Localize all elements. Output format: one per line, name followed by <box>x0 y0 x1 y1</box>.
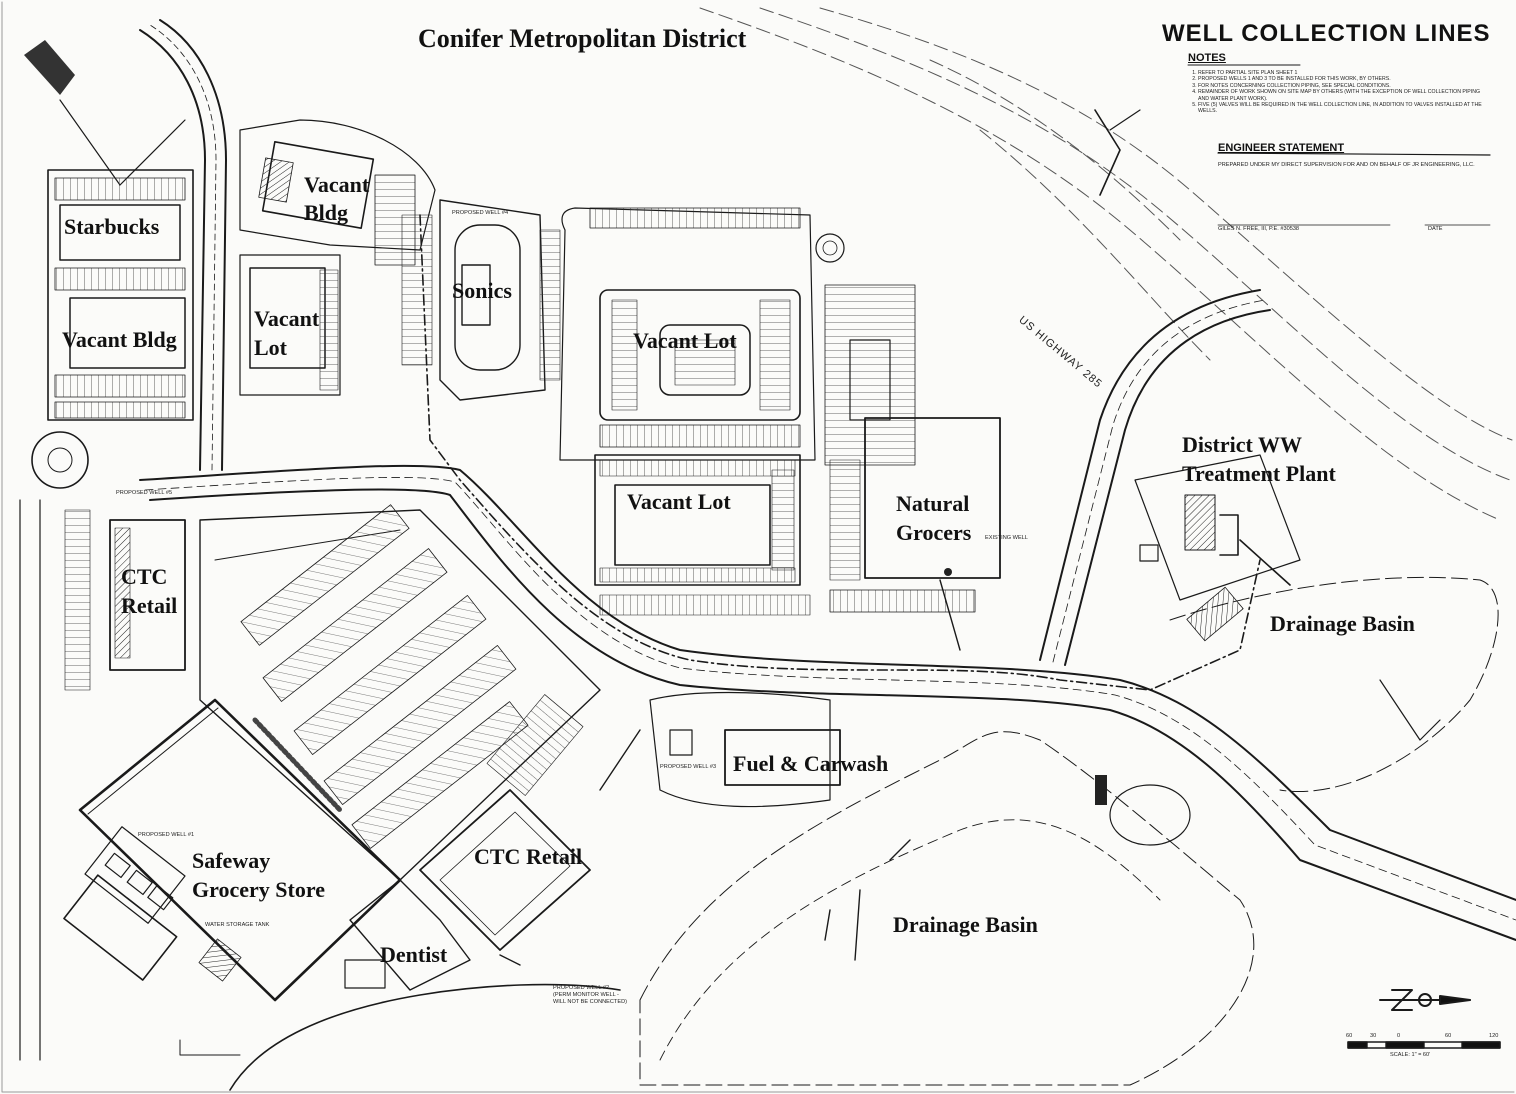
label-natural-grocers-1: Natural <box>896 491 970 516</box>
label-sonics: Sonics <box>452 278 512 303</box>
scale-caption: SCALE: 1" = 60' <box>1390 1052 1431 1058</box>
label-dentist: Dentist <box>380 942 448 967</box>
label-vacant-lot-west-2: Lot <box>254 335 287 360</box>
label-ctc-retail-west-2: Retail <box>121 593 178 618</box>
label-fuel-carwash: Fuel & Carwash <box>733 751 889 776</box>
engineer-signature: GILES N. FREE, III, P.E. #30538 <box>1218 226 1300 232</box>
label-ctc-retail-west-1: CTC <box>121 564 168 589</box>
annotation-proposed-well-2-line1: PROPOSED WELL #2 <box>553 985 610 991</box>
annotation-proposed-well-3: PROPOSED WELL #3 <box>660 764 717 770</box>
engineer-statement: PREPARED UNDER MY DIRECT SUPERVISION FOR… <box>1218 162 1475 168</box>
annotation-proposed-well-1: PROPOSED WELL #1 <box>138 832 195 838</box>
label-safeway-1: Safeway <box>192 848 271 873</box>
label-drainage-basin-south: Drainage Basin <box>893 912 1038 937</box>
map-title: Conifer Metropolitan District <box>418 24 747 53</box>
label-vacant-bldg-west: Vacant Bldg <box>62 327 177 352</box>
scale-tick-label: 0 <box>1397 1033 1401 1039</box>
main-road <box>139 464 1516 941</box>
sheet-title: WELL COLLECTION LINES <box>1162 20 1491 47</box>
label-vacant-lot-west-1: Vacant <box>254 306 320 331</box>
label-district-ww-2: Treatment Plant <box>1182 461 1336 486</box>
label-drainage-basin-east: Drainage Basin <box>1270 611 1415 636</box>
note-item: PROPOSED WELLS 1 AND 3 TO BE INSTALLED F… <box>1198 76 1488 82</box>
annotation-proposed-well-2-line2: (PERM MONITOR WELL - <box>553 992 619 998</box>
label-vacant-lot-north: Vacant Lot <box>633 328 737 353</box>
notes-list: REFER TO PARTIAL SITE PLAN SHEET 1 PROPO… <box>1188 70 1488 115</box>
label-natural-grocers-2: Grocers <box>896 520 972 545</box>
label-safeway-2: Grocery Store <box>192 877 325 902</box>
note-item: REMAINDER OF WORK SHOWN ON SITE MAP BY O… <box>1198 89 1488 102</box>
label-vacant-bldg-north-1: Vacant <box>304 172 370 197</box>
notes-heading: NOTES <box>1188 52 1226 64</box>
scale-tick-label: 120 <box>1489 1033 1499 1039</box>
label-vacant-bldg-north-2: Bldg <box>304 200 349 225</box>
scale-tick-label: 60 <box>1445 1033 1452 1039</box>
engineer-heading: ENGINEER STATEMENT <box>1218 142 1345 154</box>
scale-tick-label: 30 <box>1370 1033 1377 1039</box>
annotation-proposed-well-4: PROPOSED WELL #4 <box>452 210 509 216</box>
label-district-ww-1: District WW <box>1182 432 1302 457</box>
label-ctc-retail-south: CTC Retail <box>474 844 583 869</box>
scale-bar <box>1347 1041 1501 1049</box>
annotation-proposed-well-2-line3: WILL NOT BE CONNECTED) <box>553 999 627 1005</box>
note-item: FIVE (5) VALVES WILL BE REQUIRED IN THE … <box>1198 102 1488 115</box>
label-starbucks: Starbucks <box>64 214 160 239</box>
annotation-water-storage-tank: WATER STORAGE TANK <box>205 922 270 928</box>
note-item: REFER TO PARTIAL SITE PLAN SHEET 1 <box>1198 70 1488 76</box>
engineer-date-label: DATE <box>1428 226 1443 232</box>
scale-tick-label: 60 <box>1346 1033 1353 1039</box>
annotation-existing-well: EXISTING WELL <box>985 535 1028 541</box>
label-vacant-lot-center: Vacant Lot <box>627 489 731 514</box>
note-item: FOR NOTES CONCERNING COLLECTION PIPING, … <box>1198 83 1488 89</box>
highway-row <box>699 7 1513 521</box>
north-arrow <box>1379 989 1471 1011</box>
annotation-proposed-well-5: PROPOSED WELL #5 <box>116 490 173 496</box>
